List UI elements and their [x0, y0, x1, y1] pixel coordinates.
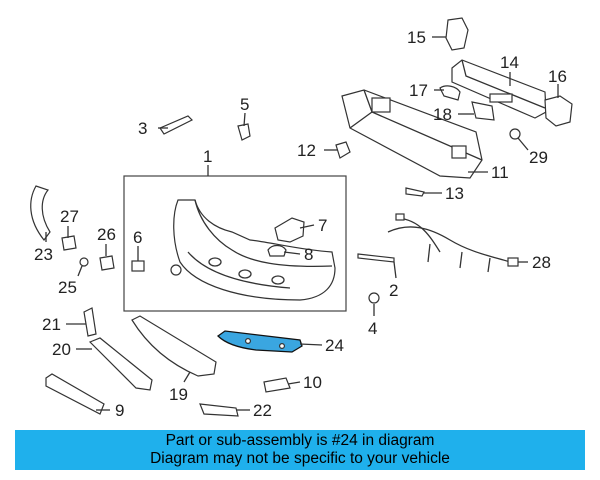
- leader-lines: [45, 36, 559, 411]
- callout-9: 9: [115, 401, 124, 420]
- strip-part-2: [357, 253, 395, 263]
- callout-15: 15: [407, 28, 426, 47]
- parts-diagram: 1 2 3 4 5 6 7 8 9 10 11 12 13 14 15 16 1…: [30, 17, 573, 420]
- clip-part-29: [509, 128, 521, 140]
- clip-part-6: [131, 260, 145, 272]
- callout-1: 1: [203, 147, 212, 166]
- callout-16: 16: [548, 67, 567, 86]
- bracket-part-23: [30, 185, 51, 241]
- clip-part-4: [368, 292, 380, 304]
- bumper-cover: [173, 199, 336, 301]
- grille-part-19: [131, 315, 217, 377]
- callout-7: 7: [318, 216, 327, 235]
- callout-22: 22: [253, 401, 272, 420]
- callout-14: 14: [500, 53, 519, 72]
- callout-26: 26: [97, 225, 116, 244]
- wiring-harness: [387, 213, 519, 273]
- callout-2: 2: [389, 281, 398, 300]
- bracket-part-7: [274, 217, 305, 243]
- info-banner: Part or sub-assembly is #24 in diagram D…: [15, 430, 585, 470]
- energy-absorber: [451, 59, 547, 119]
- callout-3: 3: [138, 119, 147, 138]
- callout-8: 8: [304, 245, 313, 264]
- callout-13: 13: [445, 184, 464, 203]
- callout-6: 6: [133, 228, 142, 247]
- bracket-part-15: [445, 17, 469, 51]
- bracket-part-18: [471, 101, 495, 121]
- callout-4: 4: [368, 319, 377, 338]
- molding-part-22: [199, 403, 239, 417]
- clip-part-26: [99, 255, 115, 271]
- callout-27: 27: [60, 207, 79, 226]
- bracket-part-16: [544, 95, 573, 127]
- banner-line-2: Diagram may not be specific to your vehi…: [150, 450, 450, 467]
- callout-24: 24: [325, 336, 344, 355]
- grille-part-20: [88, 337, 153, 391]
- callout-12: 12: [297, 141, 316, 160]
- clip-part-17: [439, 85, 461, 101]
- callout-11: 11: [491, 163, 509, 182]
- bolt-part-13: [405, 187, 425, 197]
- callout-25: 25: [58, 278, 77, 297]
- callout-10: 10: [303, 373, 322, 392]
- highlighted-part-24: [216, 330, 303, 353]
- callout-23: 23: [34, 245, 53, 264]
- clip-part-25: [79, 257, 89, 267]
- callout-20: 20: [52, 340, 71, 359]
- callout-21: 21: [42, 315, 61, 334]
- plate-part-9: [45, 373, 105, 415]
- clip-in-box: [170, 264, 182, 276]
- callout-labels: 1 2 3 4 5 6 7 8 9 10 11 12 13 14 15 16 1…: [34, 28, 567, 420]
- callout-28: 28: [532, 253, 551, 272]
- reinforcement-beam: [341, 89, 483, 179]
- clip-part-5: [237, 123, 251, 141]
- clip-part-27: [61, 235, 77, 251]
- callout-17: 17: [409, 81, 428, 100]
- bracket-part-21: [83, 307, 97, 337]
- clip-part-8: [267, 244, 287, 257]
- strip-part-3: [159, 115, 194, 135]
- banner-line-1: Part or sub-assembly is #24 in diagram: [165, 432, 435, 449]
- callout-19: 19: [169, 385, 188, 404]
- clip-part-12: [335, 141, 351, 159]
- callout-29: 29: [529, 148, 548, 167]
- fog-lamp-part-10: [263, 377, 291, 393]
- callout-5: 5: [240, 95, 249, 114]
- callout-18: 18: [433, 105, 452, 124]
